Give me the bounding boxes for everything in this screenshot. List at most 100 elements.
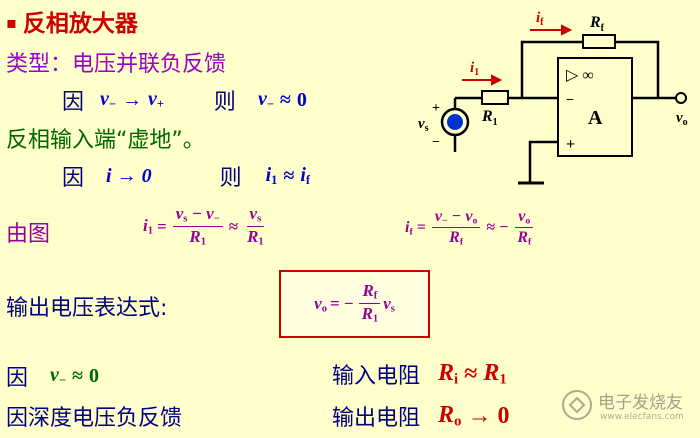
line3-var: v− [50,364,66,388]
eq-i1-lhs-letter: i [143,216,148,236]
output-terminal [675,92,687,104]
i-approx: ≈ [283,164,295,187]
eq-if-approx: ≈ − [486,219,509,237]
eq-if-n2s: o [472,215,478,227]
cond-var-letter: v [100,87,109,110]
i1-var: i1 [266,164,278,188]
res-var-letter: v [257,87,267,110]
rf-resistor [582,34,616,49]
res-var: v− [258,88,274,112]
box-rhs: vs [383,294,395,315]
vs-minus: − [432,135,440,150]
box-frac: Rf R1 [359,281,382,326]
opamp-plus: + [566,136,575,153]
ri-sub: i [454,371,459,388]
cond-i: i → 0 [106,164,152,187]
if-var: if [300,164,310,188]
ro-val: 0 [497,402,510,429]
from-figure-label: 由图 [6,222,51,247]
output-voltage-box: vo = − Rf R1 vs [279,270,430,338]
opamp-box [557,57,633,157]
box-lhs: vo [314,294,327,315]
eq-if-n2: − v [447,208,473,225]
eq-if-frac1: v− − vo Rf [431,208,481,248]
feedback-wire [520,40,583,98]
output-voltage-label: 输出电压表达式: [6,296,168,321]
r1-sub: 1 [499,371,507,388]
watermark-logo-icon [562,390,592,420]
if-sub: f [305,173,311,188]
eq-if-lhs-letter: i [405,218,410,236]
r1-resistor [481,90,509,105]
eq-i1-n2: − v [187,204,214,223]
vs-plus: + [432,101,440,116]
i1-arrow-head [491,74,503,86]
eq-if-equals: = [416,219,426,237]
eq-if-frac2: vo Rf [514,208,534,248]
eq-if-n3: v [518,208,526,225]
inverting-amplifier-circuit: if Rf i1 R1 vs + − A ▷ ∞ − + vo [418,10,688,185]
input-resistance-line: 输入电阻 Ri ≈ R1 [332,358,507,390]
eq-i1-d1s: 1 [200,236,206,248]
eq-i1-d1: R [189,226,201,246]
eq-i1-frac1-num: vs − v− [172,204,223,227]
box-frac-den: R1 [359,304,382,326]
ro-letter: R [438,401,455,428]
eq-if-n1: v [434,208,442,225]
eq-i1-n1: v [175,204,184,223]
because-2: 因 [62,166,85,191]
title-text: 反相放大器 [22,11,138,37]
if-letter: i [300,163,306,186]
box-rhs-letter: v [383,293,391,313]
eq-i1-equals: = [157,216,167,236]
because-1: 因 [62,90,85,115]
i1-label: i1 [470,60,479,78]
then-1: 则 [213,90,236,115]
because-v-line: 因 v− ≈ 0 [6,360,99,392]
eq-if-n1s: − [442,215,448,227]
opamp-minus: − [566,93,574,108]
cond-var-sub: − [108,97,116,112]
res-approx: ≈ [279,88,291,111]
r1-letter: R [483,359,500,386]
eq-if-d2s: f [527,236,532,248]
i1-letter: i [265,163,272,186]
virtual-ground-line: 反相输入端“虚地”。 [6,128,205,153]
line3-approx: ≈ [71,364,83,387]
if-label: if [536,10,544,28]
eq-if-frac2-num: vo [515,208,534,228]
cond-rhs: v+ [148,88,164,112]
ri-letter: R [438,359,455,386]
deep-feedback-line: 因深度电压负反馈 [6,406,183,431]
eq-if-d1s: f [459,236,464,248]
watermark: 电子发烧友 www.elecfans.com [560,382,696,434]
ro-arrow: → [467,402,492,429]
i1-equation: i1 = vs − v− R1 ≈ vs R1 [143,204,269,249]
eq-if-frac1-num: v− − vo [431,208,481,228]
eq-i1-frac2-num: vs [246,204,265,227]
eq-i1-frac2: vs R1 [244,204,267,249]
eq-if-lhs: if [405,219,413,237]
eq-i1-n1s: s [183,213,188,225]
res-var-sub: − [266,97,274,112]
line3-val: 0 [88,364,99,387]
eq-i1-d2s: 1 [258,236,264,248]
if-arrow-head [561,24,573,36]
eq-i1-frac1-den: R1 [186,227,209,249]
because-3: 因 [6,366,29,391]
eq-i1-lhs-sub: 1 [147,225,153,237]
box-equals: = − [329,294,354,313]
noninv-ground-wire [528,140,558,182]
box-num-sub: f [373,291,378,303]
eq-if-frac2-den: Rf [514,228,534,248]
virtual-short-line: 因 v− → v+ 则 v− ≈ 0 [62,84,307,116]
box-den: R [361,304,373,324]
eq-i1-frac1: vs − v− R1 [172,204,223,249]
i1-sub: 1 [271,173,278,188]
eq-i1-n2s: − [213,213,220,225]
line3-var-sub: − [58,373,66,388]
eq-if-n3s: o [525,215,531,227]
box-rhs-sub: s [390,303,395,315]
ri-var: Ri [438,360,458,389]
cond-rhs-letter: v [147,87,157,110]
